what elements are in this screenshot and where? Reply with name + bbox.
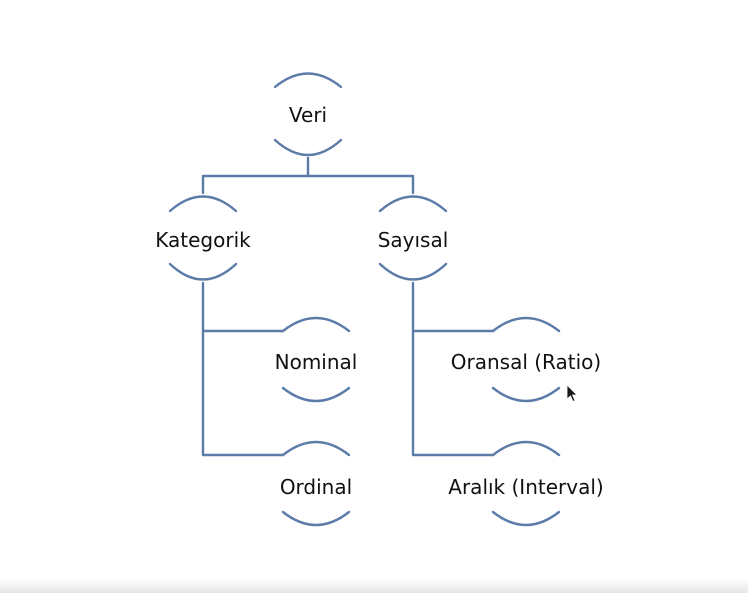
- node-veri-arc-top: [273, 72, 343, 89]
- node-veri-label: Veri: [289, 103, 327, 127]
- connector-sayisal-children: [411, 281, 495, 457]
- node-ordinal-label: Ordinal: [280, 475, 352, 499]
- node-kategorik-arc-top: [168, 195, 238, 213]
- node-nominal-arc-top: [281, 316, 351, 333]
- node-ordinal: Ordinal: [280, 440, 352, 527]
- node-aralik-label: Aralık (Interval): [448, 475, 603, 499]
- node-ordinal-arc-top: [281, 440, 351, 457]
- node-oransal-arc-bottom: [491, 386, 561, 403]
- node-kategorik-label: Kategorik: [155, 228, 251, 252]
- connector-kategorik-children: [201, 281, 285, 457]
- node-nominal: Nominal: [275, 316, 358, 403]
- node-sayisal: Sayısal: [378, 195, 449, 281]
- node-sayisal-label: Sayısal: [378, 228, 449, 252]
- node-sayisal-arc-bottom: [378, 262, 448, 281]
- connector-lines: [201, 156, 495, 457]
- node-kategorik: Kategorik: [155, 195, 251, 281]
- node-nominal-arc-bottom: [281, 386, 351, 403]
- node-aralik-arc-top: [491, 440, 561, 457]
- node-oransal: Oransal (Ratio): [451, 316, 601, 403]
- node-oransal-arc-top: [491, 316, 561, 333]
- connector-root-to-level1: [201, 156, 415, 195]
- node-veri-arc-bottom: [273, 138, 343, 157]
- node-ordinal-arc-bottom: [281, 510, 351, 527]
- node-kategorik-arc-bottom: [168, 262, 238, 281]
- node-veri: Veri: [273, 72, 343, 157]
- node-aralik: Aralık (Interval): [448, 440, 604, 527]
- node-sayisal-arc-top: [378, 195, 448, 213]
- node-nominal-label: Nominal: [275, 350, 358, 374]
- node-aralik-arc-bottom: [491, 510, 561, 527]
- node-oransal-label: Oransal (Ratio): [451, 350, 601, 374]
- mouse-cursor-icon: [566, 384, 578, 403]
